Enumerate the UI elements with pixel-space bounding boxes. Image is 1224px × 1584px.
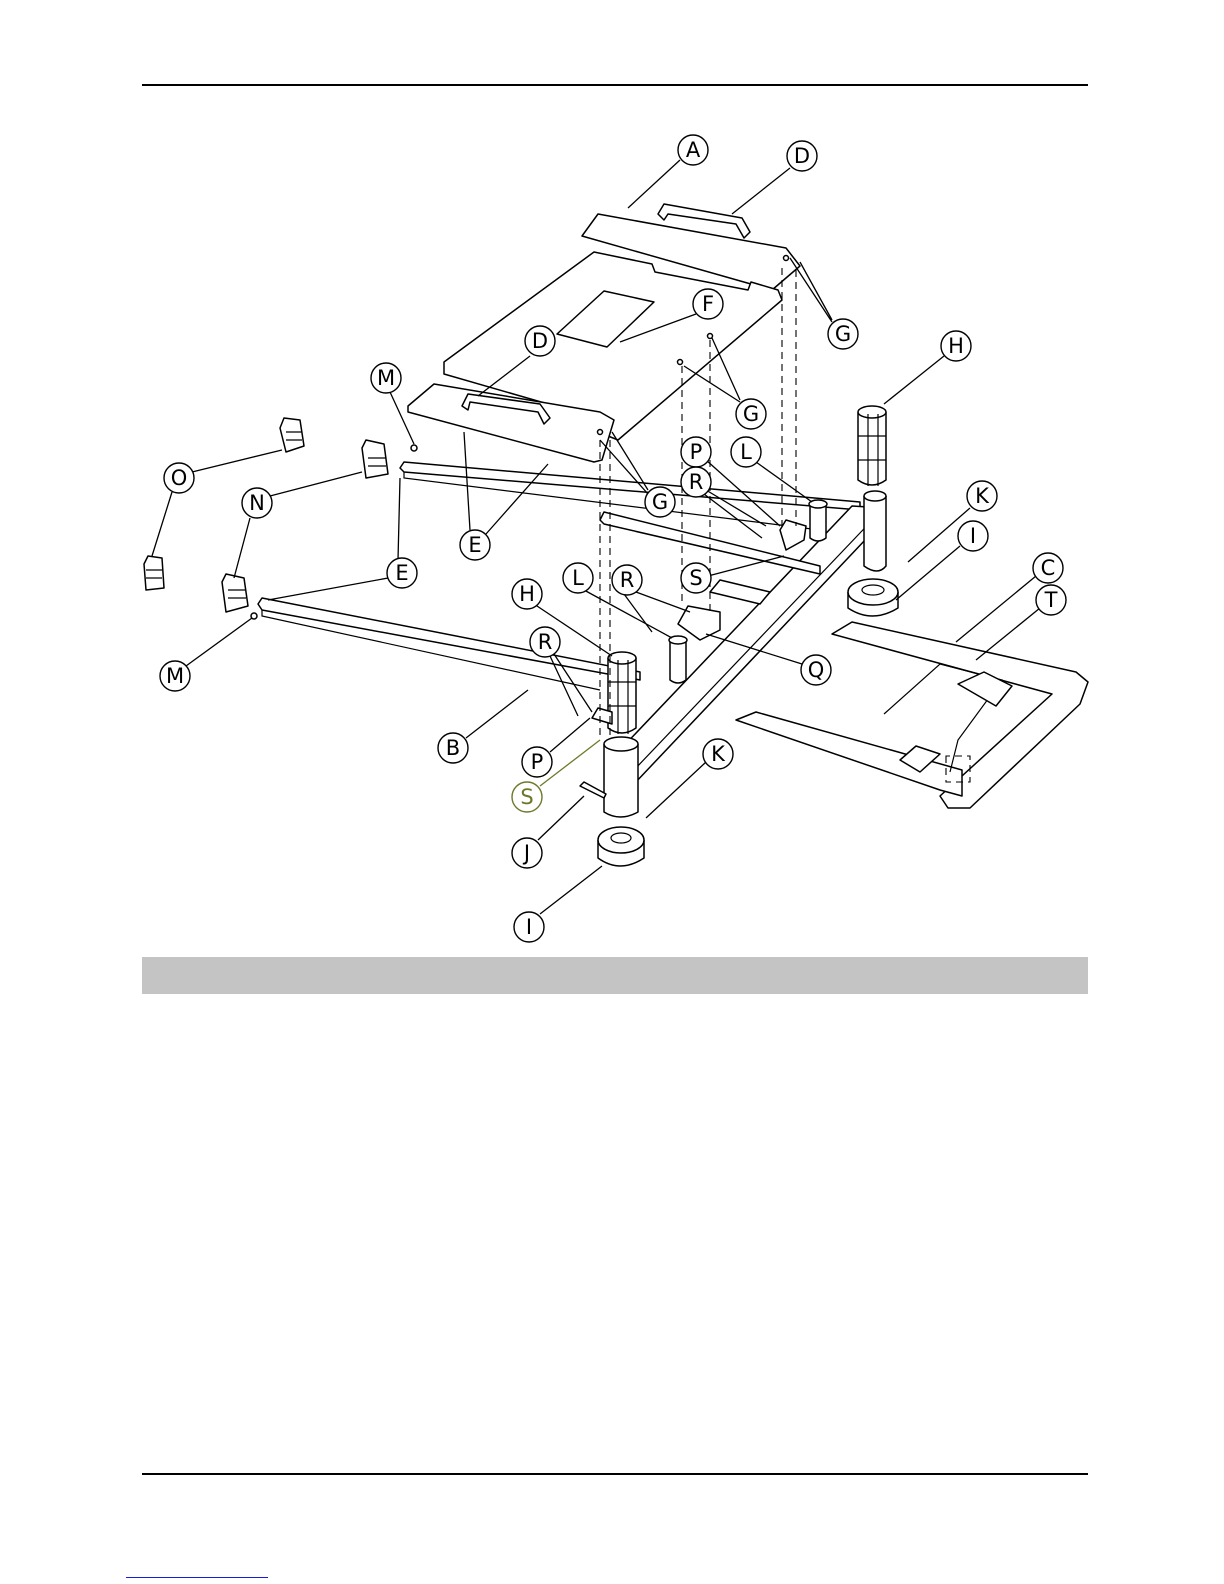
svg-text:G: G: [743, 402, 759, 426]
footnote-link-underline[interactable]: [126, 1577, 268, 1578]
bracket-center: [678, 606, 720, 640]
svg-text:N: N: [249, 491, 265, 515]
end-cap-o-bottom: [144, 556, 164, 590]
svg-text:L: L: [740, 440, 752, 464]
leg-rear: [864, 491, 886, 571]
callout-d-top: D: [732, 141, 817, 214]
callout-t: T: [976, 585, 1066, 660]
footrest-frame: [736, 622, 1088, 808]
bolt-g-2: [678, 360, 683, 365]
svg-text:C: C: [1041, 556, 1056, 580]
svg-text:R: R: [620, 568, 635, 592]
svg-text:G: G: [652, 490, 668, 514]
svg-text:K: K: [711, 742, 726, 766]
callout-p-front: P: [522, 718, 590, 777]
pin-j: [580, 782, 606, 798]
callout-a: A: [628, 135, 708, 208]
svg-text:E: E: [395, 561, 408, 585]
bracket-rear: [780, 520, 806, 550]
svg-text:L: L: [572, 566, 584, 590]
svg-text:D: D: [794, 144, 810, 168]
socket-post-rear: [809, 500, 827, 541]
callout-i-front: I: [514, 866, 602, 942]
wheel-front: [598, 827, 644, 866]
svg-text:A: A: [686, 138, 701, 162]
svg-text:F: F: [702, 292, 714, 316]
svg-text:D: D: [532, 329, 548, 353]
callout-e-upper: E: [460, 432, 548, 560]
parts-table-header: [142, 957, 1088, 994]
callout-r-front: R: [530, 627, 592, 716]
svg-text:I: I: [526, 915, 532, 939]
grip-sleeve-rear: [858, 406, 886, 486]
svg-text:J: J: [522, 841, 530, 865]
bracket-front: [592, 708, 612, 724]
svg-text:S: S: [689, 566, 702, 590]
bolt-g-3: [708, 334, 713, 339]
svg-text:P: P: [531, 750, 544, 774]
side-rail-lower: [258, 598, 640, 690]
inner-slot: [710, 580, 770, 604]
svg-text:H: H: [519, 582, 535, 606]
callout-s-front-highlight: S: [512, 740, 600, 812]
svg-text:R: R: [689, 470, 704, 494]
callout-h-rear: H: [884, 331, 971, 404]
svg-text:H: H: [948, 334, 964, 358]
svg-text:P: P: [690, 440, 703, 464]
svg-text:S: S: [520, 785, 533, 809]
callout-m-upper: M: [371, 363, 414, 444]
callout-e-lower: E: [268, 478, 417, 600]
svg-text:O: O: [171, 466, 188, 490]
socket-post-front: [669, 636, 687, 683]
end-cap-n-top: [362, 440, 388, 478]
svg-text:M: M: [377, 366, 395, 390]
svg-text:I: I: [970, 524, 976, 548]
screw-m-upper: [411, 445, 417, 451]
callout-g-upper: G: [790, 258, 858, 349]
svg-text:T: T: [1044, 588, 1058, 612]
callout-b: B: [438, 690, 528, 763]
bolt-g-1: [598, 430, 603, 435]
footer-rule: [142, 1473, 1088, 1475]
callout-m-lower: M: [160, 618, 252, 691]
svg-text:R: R: [538, 630, 553, 654]
end-cap-o-top: [280, 418, 304, 452]
callout-k-rear: K: [908, 481, 997, 562]
callout-n: N: [234, 472, 362, 578]
svg-text:K: K: [975, 484, 990, 508]
svg-text:Q: Q: [808, 658, 825, 682]
leg-front: [604, 737, 638, 817]
bolt-g-4: [784, 256, 789, 261]
wheel-rear: [848, 579, 898, 616]
exploded-parts-diagram: A D F G H D M G O N: [0, 0, 1224, 1000]
svg-text:B: B: [446, 736, 460, 760]
svg-text:E: E: [468, 533, 481, 557]
callout-h-front: H: [512, 579, 612, 656]
svg-text:G: G: [835, 322, 851, 346]
svg-text:M: M: [166, 664, 184, 688]
end-cap-n-bottom: [222, 574, 248, 612]
